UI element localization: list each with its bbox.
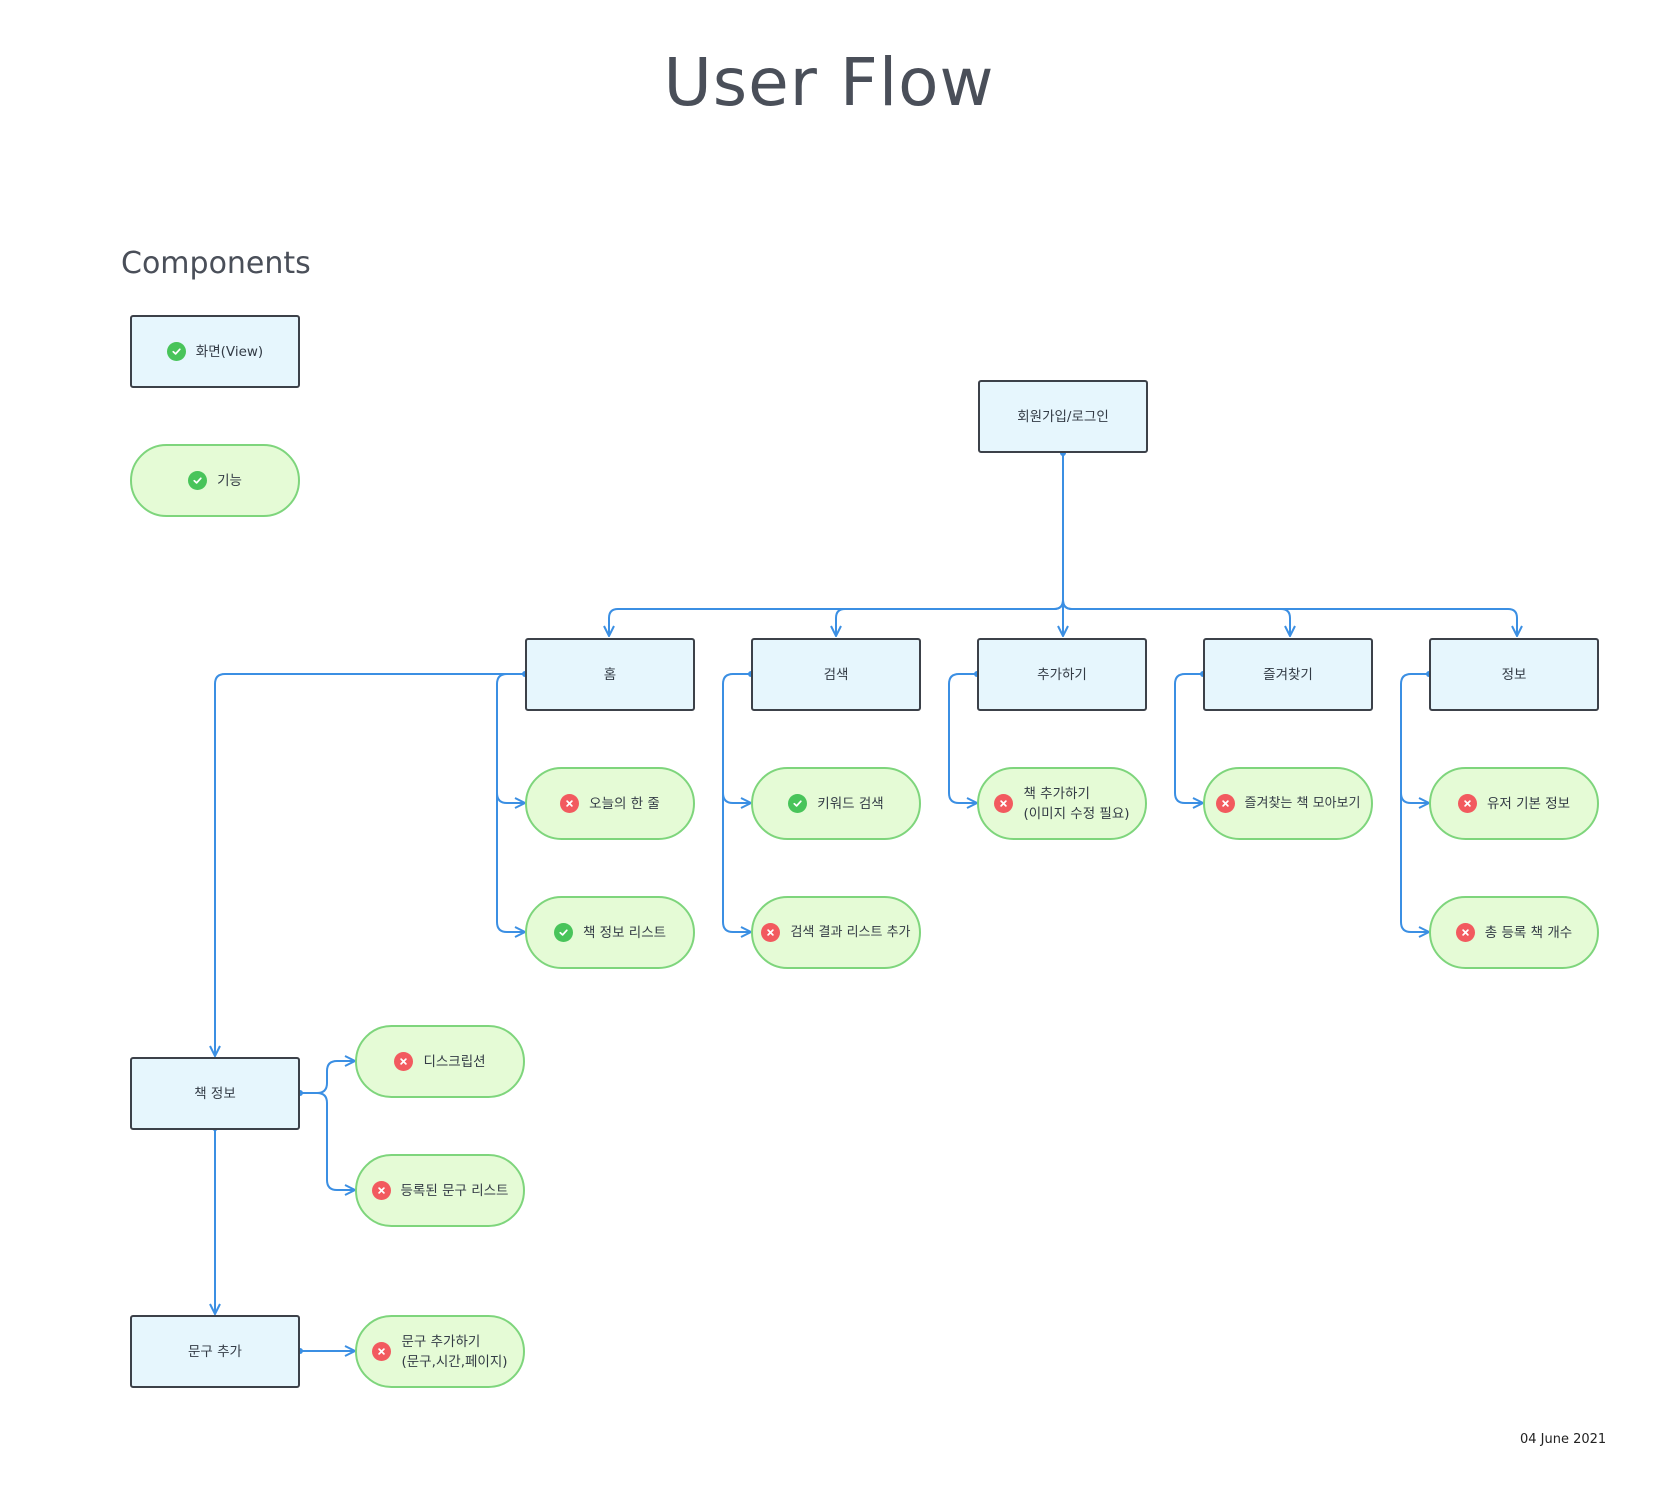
- view-add-label: 추가하기: [1037, 666, 1087, 683]
- connector-book-to-quotes: [316, 1092, 355, 1190]
- view-quote-add-label: 문구 추가: [188, 1343, 242, 1360]
- feature-quote-add[interactable]: 문구 추가하기 (문구,시간,페이지): [355, 1315, 525, 1388]
- legend-heading: Components: [121, 246, 311, 281]
- connector-add-to-book: [948, 673, 977, 803]
- connector-info-to-count: [1400, 793, 1429, 932]
- feature-home-list[interactable]: 책 정보 리스트: [525, 896, 695, 969]
- legend-feature-node: 기능: [130, 444, 300, 517]
- connector-to-search: [836, 599, 1064, 636]
- feature-book-quotes[interactable]: 등록된 문구 리스트: [355, 1154, 525, 1227]
- x-circle-icon: [560, 794, 580, 813]
- connector-home-to-list: [496, 793, 525, 932]
- connector-to-info: [1062, 599, 1517, 636]
- feature-quote-add-text: 문구 추가하기 (문구,시간,페이지): [401, 1332, 507, 1372]
- check-circle-icon: [166, 342, 186, 361]
- view-book-info[interactable]: 책 정보: [130, 1057, 300, 1130]
- view-signup-login-label: 회원가입/로그인: [1017, 408, 1109, 425]
- legend-feature-label: 기능: [217, 472, 242, 489]
- feature-search-result-label: 검색 결과 리스트 추가: [790, 924, 911, 940]
- feature-add-book-text: 책 추가하기 (이미지 수정 필요): [1023, 784, 1129, 824]
- feature-book-quotes-label: 등록된 문구 리스트: [400, 1182, 509, 1199]
- connector-search-to-result: [722, 793, 751, 932]
- feature-home-quote-label: 오늘의 한 줄: [589, 795, 660, 812]
- view-home-label: 홈: [603, 666, 617, 683]
- connector-to-favorites: [1062, 599, 1290, 636]
- x-circle-icon: [761, 923, 781, 942]
- view-favorites[interactable]: 즐겨찾기: [1203, 638, 1373, 711]
- feature-info-count-label: 총 등록 책 개수: [1484, 924, 1573, 941]
- x-circle-icon: [371, 1181, 391, 1200]
- feature-book-desc-label: 디스크립션: [423, 1053, 486, 1070]
- legend-view-label: 화면(View): [195, 343, 264, 360]
- feature-search-result[interactable]: 검색 결과 리스트 추가: [751, 896, 921, 969]
- feature-add-book-line2: (이미지 수정 필요): [1023, 805, 1130, 822]
- feature-fav-collect[interactable]: 즐겨찾는 책 모아보기: [1203, 767, 1373, 840]
- connector-home-to-book-info: [215, 673, 525, 1056]
- view-info-label: 정보: [1501, 666, 1527, 683]
- x-circle-icon: [1457, 794, 1477, 813]
- feature-quote-add-line2: (문구,시간,페이지): [401, 1353, 508, 1370]
- feature-search-keyword[interactable]: 키워드 검색: [751, 767, 921, 840]
- feature-info-count[interactable]: 총 등록 책 개수: [1429, 896, 1599, 969]
- x-circle-icon: [1455, 923, 1475, 942]
- x-circle-icon: [1215, 794, 1235, 813]
- view-favorites-label: 즐겨찾기: [1263, 666, 1313, 683]
- connector-book-to-desc: [300, 1061, 355, 1094]
- check-circle-icon: [788, 794, 808, 813]
- x-circle-icon: [372, 1342, 392, 1361]
- x-circle-icon: [394, 1052, 414, 1071]
- view-quote-add[interactable]: 문구 추가: [130, 1315, 300, 1388]
- view-info[interactable]: 정보: [1429, 638, 1599, 711]
- page-title: User Flow: [663, 44, 995, 121]
- date-label: 04 June 2021: [1520, 1432, 1607, 1447]
- view-search-label: 검색: [823, 666, 849, 683]
- feature-info-user-label: 유저 기본 정보: [1486, 795, 1571, 812]
- feature-search-keyword-label: 키워드 검색: [817, 795, 884, 812]
- feature-add-book[interactable]: 책 추가하기 (이미지 수정 필요): [977, 767, 1147, 840]
- feature-info-user[interactable]: 유저 기본 정보: [1429, 767, 1599, 840]
- view-signup-login[interactable]: 회원가입/로그인: [978, 380, 1148, 453]
- connector-fav-to-collect: [1174, 673, 1203, 803]
- connector-info-to-user: [1400, 673, 1429, 803]
- view-add[interactable]: 추가하기: [977, 638, 1147, 711]
- x-circle-icon: [994, 794, 1014, 813]
- feature-quote-add-line1: 문구 추가하기: [401, 1333, 481, 1350]
- feature-add-book-line1: 책 추가하기: [1023, 785, 1090, 802]
- check-circle-icon: [553, 923, 573, 942]
- check-circle-icon: [188, 471, 208, 490]
- view-home[interactable]: 홈: [525, 638, 695, 711]
- feature-home-quote[interactable]: 오늘의 한 줄: [525, 767, 695, 840]
- connector-search-to-keyword: [722, 673, 751, 803]
- feature-book-desc[interactable]: 디스크립션: [355, 1025, 525, 1098]
- legend-view-node: 화면(View): [130, 315, 300, 388]
- view-book-info-label: 책 정보: [194, 1085, 236, 1102]
- connector-home-to-quote: [496, 673, 525, 803]
- view-search[interactable]: 검색: [751, 638, 921, 711]
- feature-fav-collect-label: 즐겨찾는 책 모아보기: [1244, 795, 1361, 811]
- feature-home-list-label: 책 정보 리스트: [582, 924, 667, 941]
